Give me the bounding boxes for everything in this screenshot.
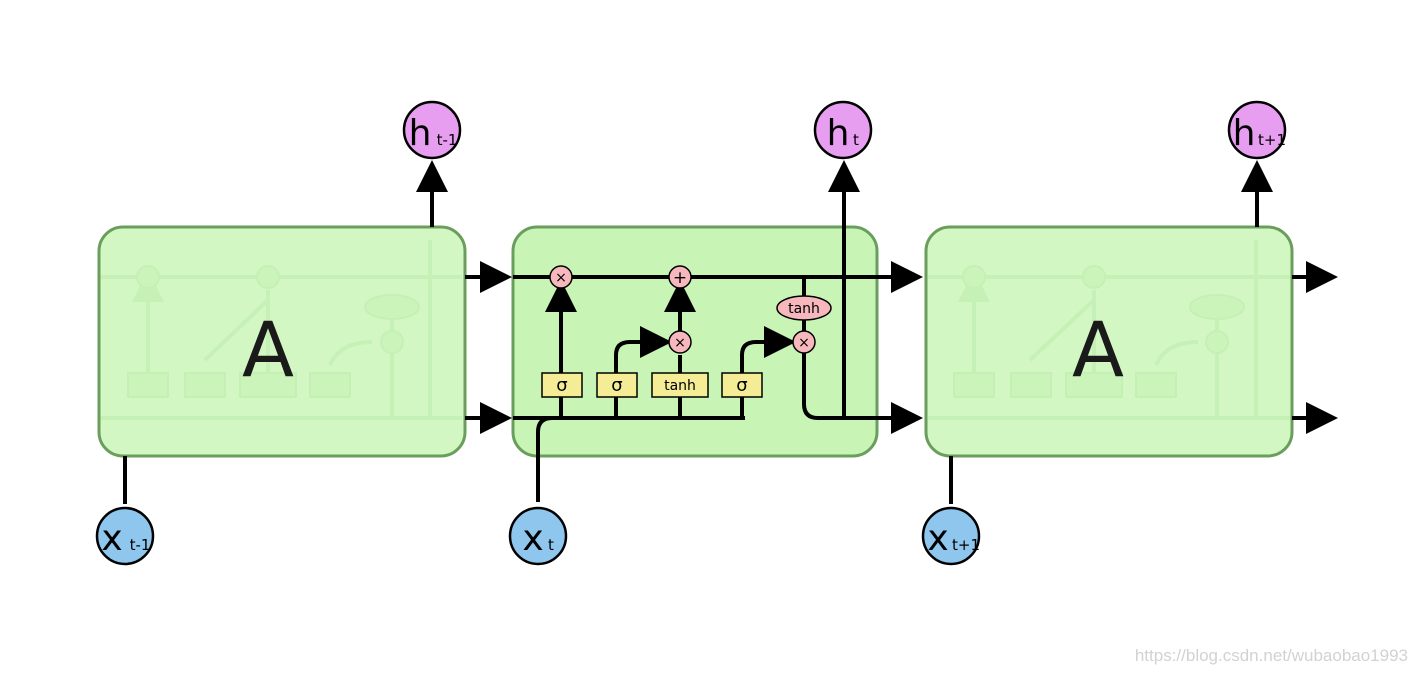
svg-text:t+1: t+1 (952, 536, 980, 554)
output-gate-wire (740, 326, 796, 418)
left-cell: A (97, 225, 467, 458)
center-cell-box (511, 225, 879, 458)
right-cell-box (924, 225, 1294, 458)
svg-text:σ: σ (736, 375, 747, 396)
input-gate-wire (614, 326, 672, 418)
mult-op-forget: × (549, 265, 573, 289)
input-node-center: x t (508, 506, 568, 566)
input-node-left: x t-1 (95, 506, 155, 566)
svg-text:t: t (853, 131, 859, 149)
add-op: + (668, 265, 692, 289)
svg-text:h: h (827, 113, 850, 154)
center-cell: × + × × tanh σ σ tanh (511, 160, 923, 502)
svg-text:x: x (522, 518, 543, 559)
svg-text:σ: σ (611, 375, 622, 396)
mult-op-output: × (792, 330, 816, 354)
svg-text:+: + (673, 268, 687, 288)
input-node-right: x t+1 (921, 506, 981, 566)
svg-text:t+1: t+1 (1258, 131, 1286, 149)
right-cell-label: A (1072, 305, 1124, 394)
svg-text:h: h (1233, 113, 1256, 154)
candidate-gate-tanh: tanh (651, 372, 709, 398)
center-cell-wires (513, 160, 923, 502)
mult-op-input: × (668, 330, 692, 354)
forget-gate-sigma: σ (541, 372, 583, 398)
input-gate-sigma: σ (596, 372, 638, 398)
svg-text:t-1: t-1 (130, 536, 151, 554)
output-gate-sigma: σ (721, 372, 763, 398)
tanh-op: tanh (776, 295, 832, 321)
svg-text:σ: σ (556, 375, 567, 396)
left-cell-label: A (242, 305, 294, 394)
svg-text:tanh: tanh (664, 378, 696, 394)
right-cell: A (924, 225, 1294, 458)
hidden-node-center: h t (813, 100, 873, 160)
hidden-node-right: h t+1 (1227, 100, 1287, 160)
svg-text:t-1: t-1 (437, 131, 458, 149)
left-cell-box (97, 225, 467, 458)
svg-text:×: × (798, 335, 810, 351)
svg-text:x: x (101, 518, 122, 559)
watermark: https://blog.csdn.net/wubaobao1993 (1135, 646, 1408, 665)
svg-text:×: × (555, 270, 567, 286)
svg-text:tanh: tanh (788, 301, 820, 317)
output-down-wire (802, 353, 923, 434)
flow-arrows (123, 160, 1338, 504)
svg-text:x: x (927, 518, 948, 559)
svg-text:t: t (548, 536, 554, 554)
svg-text:×: × (674, 335, 686, 351)
svg-text:h: h (409, 113, 432, 154)
hidden-node-left: h t-1 (402, 100, 462, 160)
input-curve (536, 416, 553, 502)
